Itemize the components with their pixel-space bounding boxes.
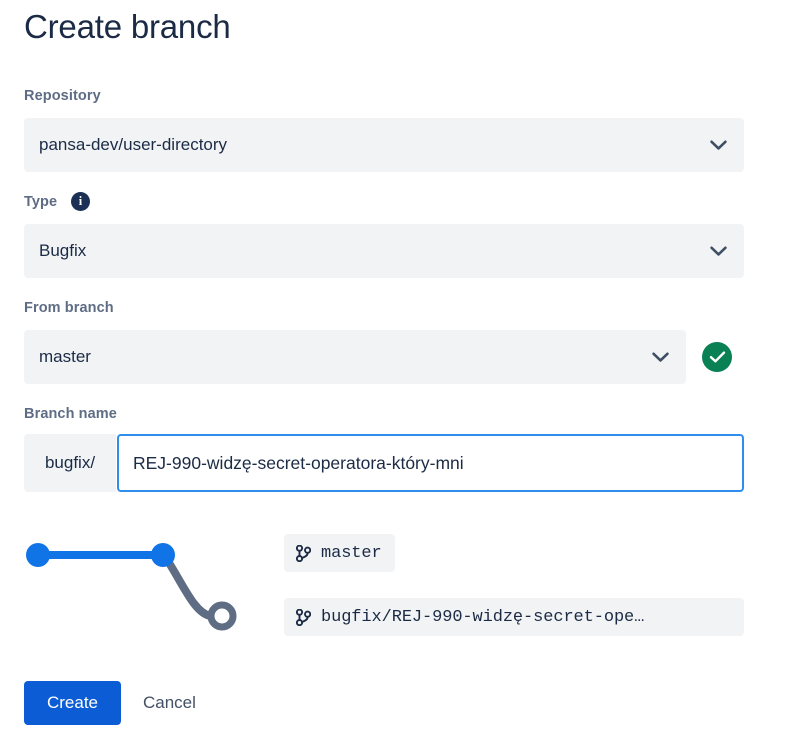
type-select[interactable]: Bugfix xyxy=(24,224,744,278)
branch-chip-master: master xyxy=(284,534,395,572)
repository-value: pansa-dev/user-directory xyxy=(39,135,228,154)
chevron-down-icon xyxy=(704,246,732,257)
repository-label: Repository xyxy=(24,88,101,104)
commit-node-1 xyxy=(26,543,50,567)
type-value: Bugfix xyxy=(39,241,87,260)
git-branch-icon xyxy=(294,543,312,563)
repository-select[interactable]: pansa-dev/user-directory xyxy=(24,118,744,172)
git-branch-icon xyxy=(294,607,312,627)
branch-name-group: bugfix/ xyxy=(24,434,744,492)
commit-node-2 xyxy=(151,543,175,567)
branch-prefix: bugfix/ xyxy=(24,434,116,492)
check-circle-icon xyxy=(702,342,732,372)
branch-graph xyxy=(16,528,272,640)
branch-chip-label: master xyxy=(321,543,382,563)
page-title: Create branch xyxy=(24,8,231,45)
from-branch-select[interactable]: master xyxy=(24,330,686,384)
branch-chip-label: bugfix/REJ-990-widzę-secret-ope… xyxy=(321,607,645,627)
new-branch-node xyxy=(207,601,237,631)
chevron-down-icon xyxy=(646,352,674,363)
info-icon[interactable]: i xyxy=(71,192,90,211)
from-branch-label: From branch xyxy=(24,300,114,316)
type-label: Type xyxy=(24,194,58,210)
branch-curve xyxy=(162,554,214,620)
from-branch-value: master xyxy=(39,347,91,366)
cancel-button[interactable]: Cancel xyxy=(143,681,196,725)
branch-name-input[interactable] xyxy=(117,434,744,492)
branch-name-label: Branch name xyxy=(24,406,117,422)
branch-chip-new: bugfix/REJ-990-widzę-secret-ope… xyxy=(284,598,744,636)
chevron-down-icon xyxy=(704,140,732,151)
create-button[interactable]: Create xyxy=(24,681,121,725)
